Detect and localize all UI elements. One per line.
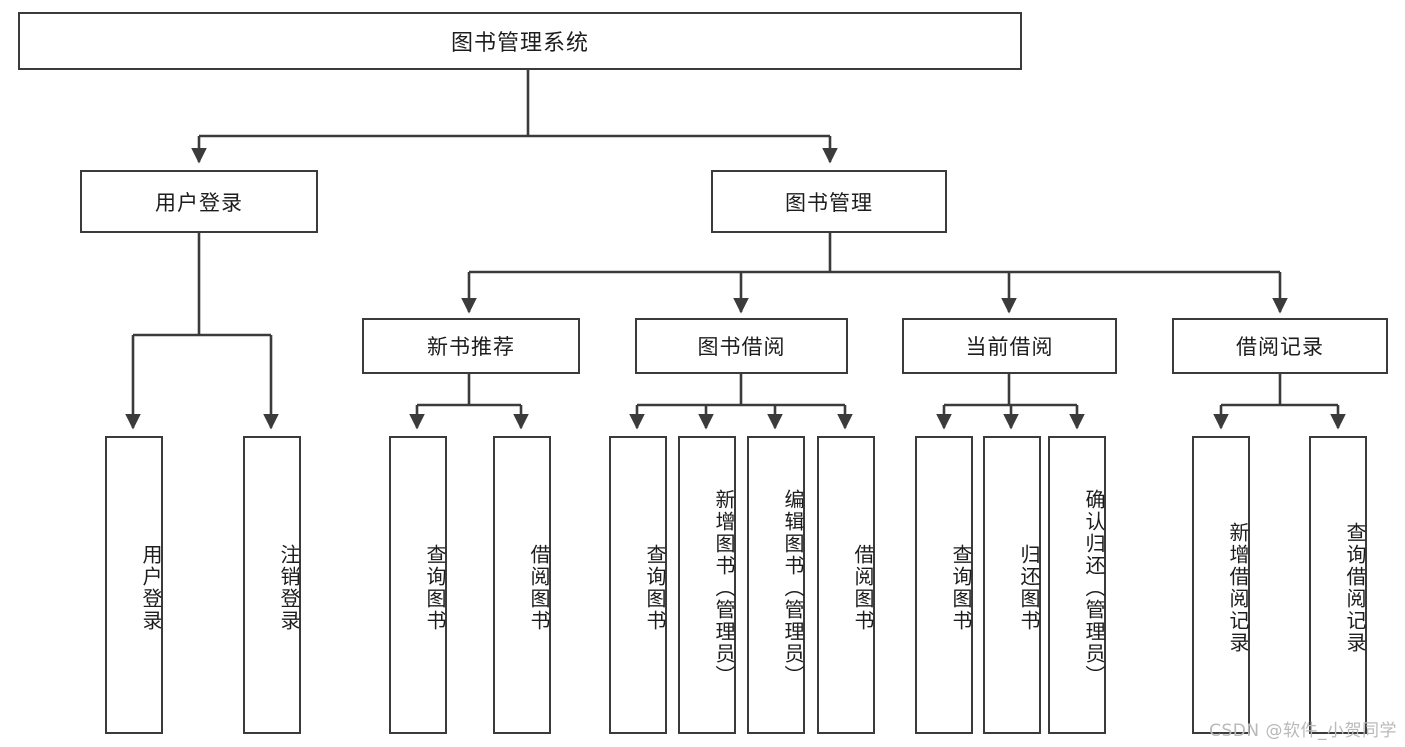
node-label: 用户登录 <box>139 544 163 632</box>
node-current-borrow[interactable]: 当前借阅 <box>902 318 1117 374</box>
node-label: 确认归还（管理员） <box>1082 489 1106 687</box>
node-leaf-edit-book[interactable]: 编辑图书（管理员） <box>747 436 805 734</box>
node-label: 注销登录 <box>277 544 301 632</box>
node-label: 编辑图书（管理员） <box>781 489 805 687</box>
node-label: 图书借阅 <box>697 335 786 359</box>
node-leaf-borrow-book-2[interactable]: 借阅图书 <box>817 436 875 734</box>
node-leaf-borrow-book-1[interactable]: 借阅图书 <box>493 436 551 734</box>
node-leaf-add-book[interactable]: 新增图书（管理员） <box>678 436 736 734</box>
node-label: 借阅图书 <box>527 544 551 632</box>
node-leaf-add-record[interactable]: 新增借阅记录 <box>1192 436 1250 734</box>
node-book-borrow[interactable]: 图书借阅 <box>635 318 848 374</box>
node-label: 借阅记录 <box>1236 335 1324 359</box>
node-leaf-query-record[interactable]: 查询借阅记录 <box>1309 436 1367 734</box>
node-label: 查询图书 <box>423 544 447 632</box>
node-user-login[interactable]: 用户登录 <box>80 170 318 233</box>
node-leaf-return-book[interactable]: 归还图书 <box>983 436 1041 734</box>
node-new-book-rec[interactable]: 新书推荐 <box>362 318 580 374</box>
node-borrow-record[interactable]: 借阅记录 <box>1172 318 1388 374</box>
node-label: 当前借阅 <box>965 335 1054 359</box>
node-label: 查询借阅记录 <box>1343 522 1367 654</box>
node-label: 用户登录 <box>155 190 243 215</box>
node-leaf-user-login[interactable]: 用户登录 <box>105 436 163 734</box>
node-label: 图书管理 <box>785 190 873 215</box>
node-label: 借阅图书 <box>851 544 875 632</box>
node-label: 查询图书 <box>949 544 973 632</box>
node-root-system[interactable]: 图书管理系统 <box>18 12 1022 70</box>
node-label: 图书管理系统 <box>450 31 589 56</box>
node-label: 新增借阅记录 <box>1226 522 1250 654</box>
node-leaf-user-logout[interactable]: 注销登录 <box>243 436 301 734</box>
node-book-manage[interactable]: 图书管理 <box>711 170 947 233</box>
node-leaf-query-book-1[interactable]: 查询图书 <box>389 436 447 734</box>
node-leaf-query-book-3[interactable]: 查询图书 <box>915 436 973 734</box>
node-label: 新书推荐 <box>427 335 515 359</box>
node-label: 归还图书 <box>1017 544 1041 632</box>
node-label: 查询图书 <box>643 544 667 632</box>
node-leaf-query-book-2[interactable]: 查询图书 <box>609 436 667 734</box>
node-leaf-confirm-return[interactable]: 确认归还（管理员） <box>1048 436 1106 734</box>
node-label: 新增图书（管理员） <box>712 489 736 687</box>
